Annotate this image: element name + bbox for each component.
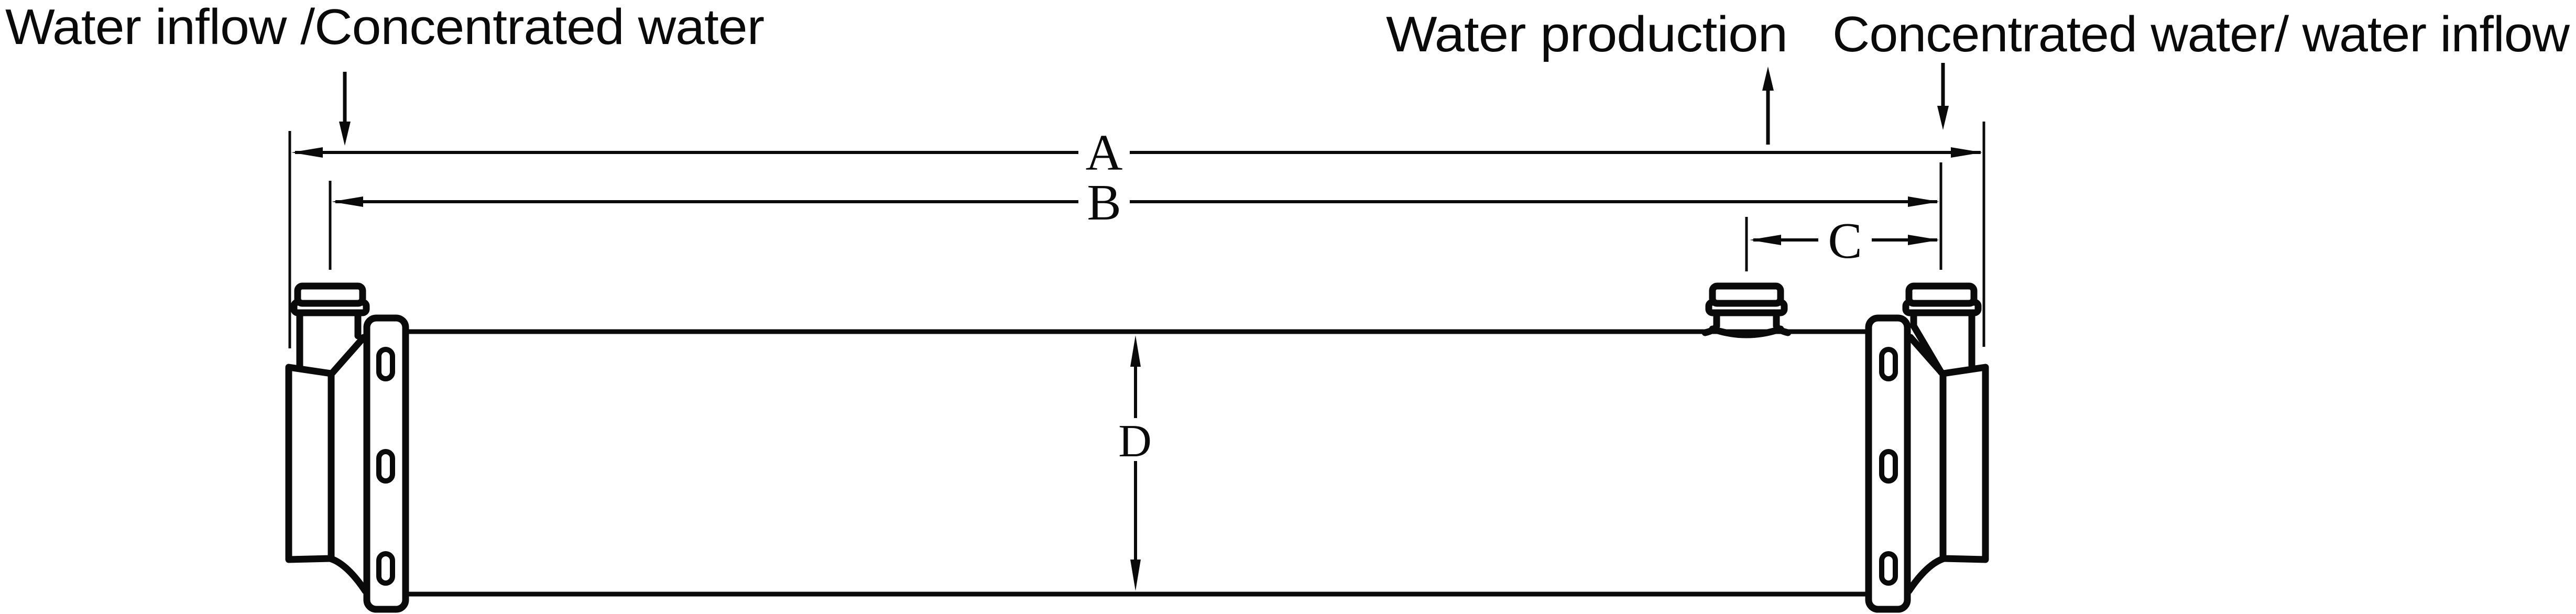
dimension-letter-d: D (1118, 416, 1152, 467)
arrowhead-d-bottom (1130, 560, 1141, 591)
arrowhead-a-right (1951, 147, 1982, 158)
dimension-C: C (1745, 213, 1939, 271)
dimension-D: D (1118, 335, 1152, 591)
right-end-head (1865, 282, 1989, 613)
right-flange-slot-top (1879, 347, 1898, 381)
left-port-cap (294, 282, 366, 307)
left-flange-slot-top (376, 347, 395, 381)
right-port-cap (1905, 282, 1978, 307)
dimension-A: A (288, 122, 1985, 348)
dimension-letter-a: A (1086, 125, 1123, 181)
arrowhead-b-right (1908, 196, 1939, 207)
permeate-flow-arrow-icon (1762, 67, 1774, 145)
left-bell-shoulder-bottom (326, 555, 369, 595)
right-port-nozzle (1902, 282, 1982, 376)
permeate-port-cap (1709, 282, 1784, 307)
left-flange-slot-middle (376, 449, 395, 484)
label-water-production: Water production (1386, 6, 1787, 62)
arrowhead-d-top (1130, 335, 1141, 367)
label-concentrated-water-water-inflow: Concentrated water/ water inflow (1832, 6, 2570, 62)
left-inlet-flow-arrow-icon (339, 72, 351, 146)
arrowhead-c-right (1908, 235, 1939, 245)
arrowhead-b-left (332, 196, 363, 207)
right-bell-face (1939, 364, 1989, 563)
dimension-B: B (329, 162, 1942, 270)
arrowhead-a-left (291, 147, 323, 158)
left-end-head (285, 282, 409, 613)
left-bell-shoulder-top (329, 334, 367, 377)
left-flange-slot-bottom (376, 551, 395, 586)
right-flange-slot-middle (1879, 449, 1898, 484)
dimension-letter-b: B (1087, 174, 1121, 231)
left-port-nozzle (290, 282, 370, 370)
label-water-inflow-concentrated-water: Water inflow /Concentrated water (5, 0, 764, 55)
right-inlet-flow-arrow-icon (1937, 63, 1949, 130)
arrowhead-c-left (1750, 235, 1781, 245)
permeate-port-nozzle (1701, 282, 1792, 338)
dimension-letter-c: C (1828, 213, 1862, 269)
permeate-port-base-arc (1709, 325, 1784, 338)
right-bell-shoulder-bottom (1905, 555, 1948, 595)
right-flange-slot-bottom (1879, 551, 1898, 586)
left-bell-face (285, 364, 335, 563)
